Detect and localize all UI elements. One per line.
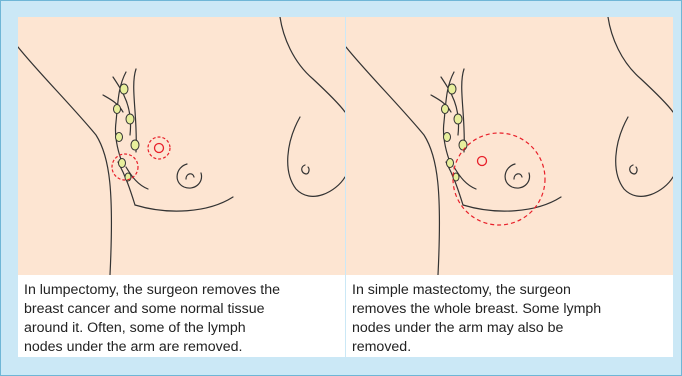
lymph-node: [126, 114, 134, 124]
body-outline-left: [18, 47, 111, 275]
breast-fold-near: [135, 197, 233, 211]
tumor: [478, 157, 487, 166]
neck-right-contour: [280, 17, 345, 112]
nipple-area: [505, 164, 529, 188]
lymph-node: [114, 105, 121, 114]
mastectomy-illustration: [346, 17, 673, 275]
lymph-node: [116, 133, 123, 142]
lymph-node: [447, 159, 454, 168]
lymph-node: [448, 84, 456, 94]
lymph-node: [454, 114, 462, 124]
lumpectomy-caption: In lumpectomy, the surgeon removes the b…: [18, 275, 345, 357]
lymph-node: [442, 105, 449, 114]
nipple-area: [177, 164, 201, 188]
nipple: [514, 174, 522, 179]
tumor-margin-outline: [148, 137, 170, 159]
lymph-node: [120, 84, 128, 94]
lumpectomy-illustration: [18, 17, 345, 275]
breast-contour-far: [288, 117, 345, 196]
nipple-far: [630, 165, 637, 174]
lymph-node: [459, 140, 467, 150]
neck-right-contour: [608, 17, 673, 112]
lymph-node: [444, 133, 451, 142]
tumor: [155, 144, 164, 153]
breast-fold-near: [463, 197, 561, 211]
lymph-node: [453, 173, 459, 181]
nipple: [186, 174, 194, 179]
lymph-node: [131, 140, 139, 150]
breast-contour-far: [616, 117, 673, 196]
body-outline-left: [346, 47, 439, 275]
lymph-node: [119, 159, 126, 168]
nipple-far: [302, 165, 309, 174]
mastectomy-caption: In simple mastectomy, the surgeon remove…: [346, 275, 673, 357]
lumpectomy-panel: In lumpectomy, the surgeon removes the b…: [18, 17, 345, 357]
mastectomy-panel: In simple mastectomy, the surgeon remove…: [346, 17, 673, 357]
